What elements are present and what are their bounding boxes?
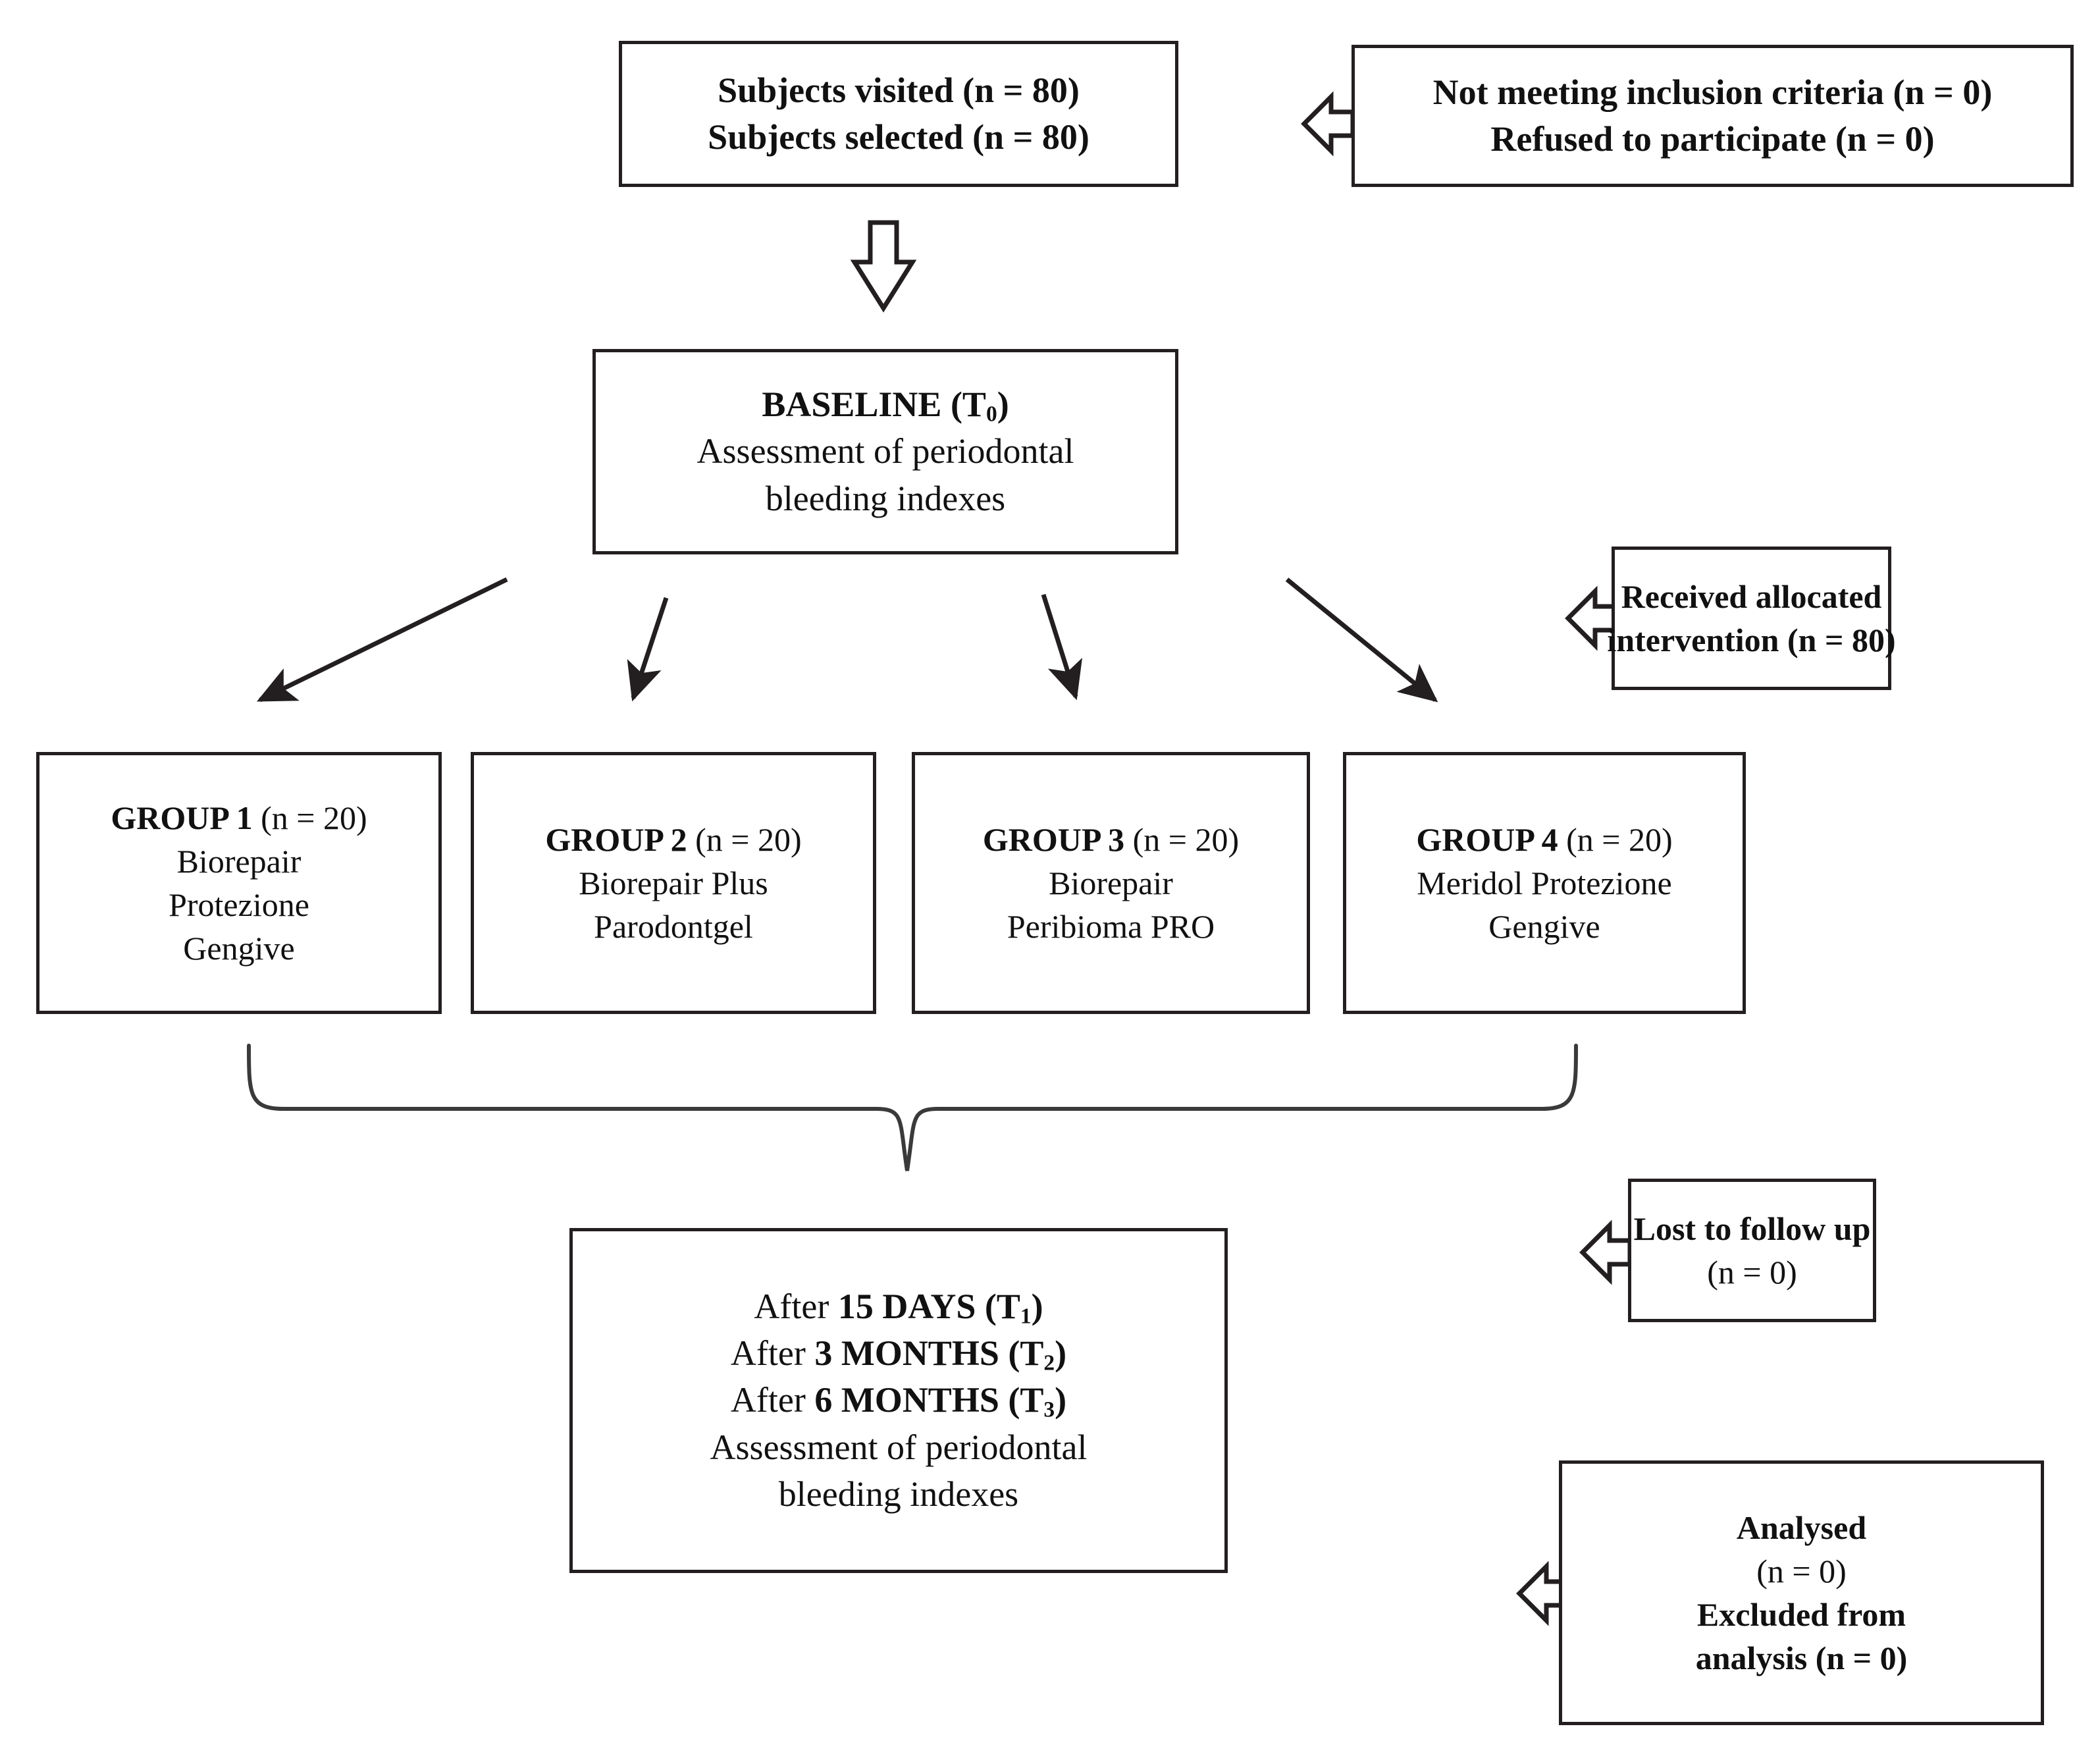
group2-heading-label: GROUP 2 xyxy=(545,821,687,858)
received-allocated-line: Received allocated xyxy=(1621,578,1882,615)
followup-t1-tpre: (T xyxy=(976,1286,1020,1326)
group1-line4: Gengive xyxy=(183,930,295,967)
followup-t1-close: ) xyxy=(1031,1286,1043,1326)
subjects-visited-line: Subjects visited (n = 80) xyxy=(718,70,1080,110)
group3-heading-count: (n = 20) xyxy=(1124,821,1240,858)
group3-heading: GROUP 3 (n = 20) xyxy=(983,818,1239,861)
followup-t3-close: ) xyxy=(1055,1380,1067,1420)
node-subjects-visited-selected: Subjects visited (n = 80) Subjects selec… xyxy=(619,41,1178,187)
group2-heading-count: (n = 20) xyxy=(687,821,802,858)
group1-heading: GROUP 1 (n = 20) xyxy=(111,796,367,840)
refused-participate-line: Refused to participate (n = 0) xyxy=(1490,119,1935,159)
group1-heading-label: GROUP 1 xyxy=(111,799,253,836)
group4-heading-count: (n = 20) xyxy=(1558,821,1673,858)
group2-line2: Biorepair Plus xyxy=(579,865,768,901)
subjects-selected-line: Subjects selected (n = 80) xyxy=(708,117,1089,157)
node-analysed-excluded: Analysed (n = 0) Excluded from analysis … xyxy=(1559,1460,2044,1725)
excluded-count: analysis (n = 0) xyxy=(1695,1640,1908,1676)
group1-heading-count: (n = 20) xyxy=(252,799,367,836)
arrow-baseline-to-group3 xyxy=(1041,593,1082,701)
followup-t2-label: 3 MONTHS xyxy=(814,1333,999,1374)
followup-t2-sub: 2 xyxy=(1043,1350,1055,1376)
group3-line3: Peribioma PRO xyxy=(1007,908,1215,945)
followup-t1-sub: 1 xyxy=(1020,1304,1032,1329)
group4-line3: Gengive xyxy=(1488,908,1600,945)
node-group-1: GROUP 1 (n = 20) Biorepair Protezione Ge… xyxy=(36,752,442,1014)
node-group-3: GROUP 3 (n = 20) Biorepair Peribioma PRO xyxy=(912,752,1310,1014)
followup-t2-close: ) xyxy=(1055,1333,1067,1374)
arrow-baseline-to-group4 xyxy=(1285,577,1438,703)
arrow-baseline-to-group2 xyxy=(627,597,669,702)
excluded-heading: Excluded from xyxy=(1696,1596,1906,1633)
baseline-timepoint-sub: 0 xyxy=(985,402,997,427)
lost-heading: Lost to follow up xyxy=(1633,1210,1871,1247)
left-block-arrow-exclusion-icon xyxy=(1301,91,1355,157)
down-block-arrow-icon xyxy=(850,220,917,313)
node-group-4: GROUP 4 (n = 20) Meridol Protezione Geng… xyxy=(1343,752,1746,1014)
followup-t2-prefix: After xyxy=(730,1333,815,1374)
followup-t1-prefix: After xyxy=(754,1286,838,1326)
group2-heading: GROUP 2 (n = 20) xyxy=(545,818,801,861)
left-block-arrow-lost-icon xyxy=(1579,1219,1633,1285)
curly-brace-groups-to-followups xyxy=(247,1044,1578,1171)
group1-line3: Protezione xyxy=(169,886,309,923)
followup-assessment-line: Assessment of periodontal xyxy=(710,1427,1088,1467)
arrow-baseline-to-group1 xyxy=(256,577,508,703)
baseline-heading-label: BASELINE (T xyxy=(762,385,986,425)
followup-t1-line: After 15 DAYS (T1) xyxy=(754,1283,1043,1330)
baseline-assessment-line: Assessment of periodontal xyxy=(696,431,1074,471)
received-intervention-line: intervention (n = 80) xyxy=(1607,622,1896,658)
node-not-meeting-inclusion: Not meeting inclusion criteria (n = 0) R… xyxy=(1352,45,2074,187)
followup-indexes-line: bleeding indexes xyxy=(778,1474,1019,1514)
not-meeting-criteria-line: Not meeting inclusion criteria (n = 0) xyxy=(1432,72,1993,112)
group3-heading-label: GROUP 3 xyxy=(982,821,1125,858)
analysed-heading: Analysed xyxy=(1736,1509,1867,1546)
baseline-indexes-line: bleeding indexes xyxy=(765,478,1006,518)
followup-t2-tpre: (T xyxy=(999,1333,1044,1374)
node-received-allocated-intervention: Received allocated intervention (n = 80) xyxy=(1607,547,1896,690)
followup-t1-label: 15 DAYS xyxy=(837,1286,976,1326)
node-baseline: BASELINE (T0) Assessment of periodontal … xyxy=(592,349,1178,554)
followup-t3-sub: 3 xyxy=(1043,1397,1055,1422)
followup-t3-line: After 6 MONTHS (T3) xyxy=(731,1377,1066,1424)
followup-t3-tpre: (T xyxy=(999,1380,1044,1420)
left-block-arrow-analysed-icon xyxy=(1516,1561,1564,1626)
analysed-count: (n = 0) xyxy=(1756,1553,1847,1590)
node-lost-to-follow-up: Lost to follow up (n = 0) xyxy=(1628,1179,1876,1322)
group4-line2: Meridol Protezione xyxy=(1417,865,1672,901)
followup-t2-line: After 3 MONTHS (T2) xyxy=(731,1330,1066,1377)
group1-line2: Biorepair xyxy=(176,843,302,880)
node-group-2: GROUP 2 (n = 20) Biorepair Plus Parodont… xyxy=(471,752,876,1014)
group2-line3: Parodontgel xyxy=(594,908,753,945)
followup-t3-prefix: After xyxy=(730,1380,815,1420)
baseline-heading-close: ) xyxy=(997,385,1009,425)
group4-heading: GROUP 4 (n = 20) xyxy=(1416,818,1672,861)
group3-line2: Biorepair xyxy=(1049,865,1173,901)
lost-count: (n = 0) xyxy=(1707,1254,1797,1291)
followup-t3-label: 6 MONTHS xyxy=(814,1380,999,1420)
node-follow-up-timepoints: After 15 DAYS (T1) After 3 MONTHS (T2) A… xyxy=(569,1228,1228,1573)
group4-heading-label: GROUP 4 xyxy=(1416,821,1558,858)
baseline-heading: BASELINE (T0) xyxy=(762,381,1009,428)
